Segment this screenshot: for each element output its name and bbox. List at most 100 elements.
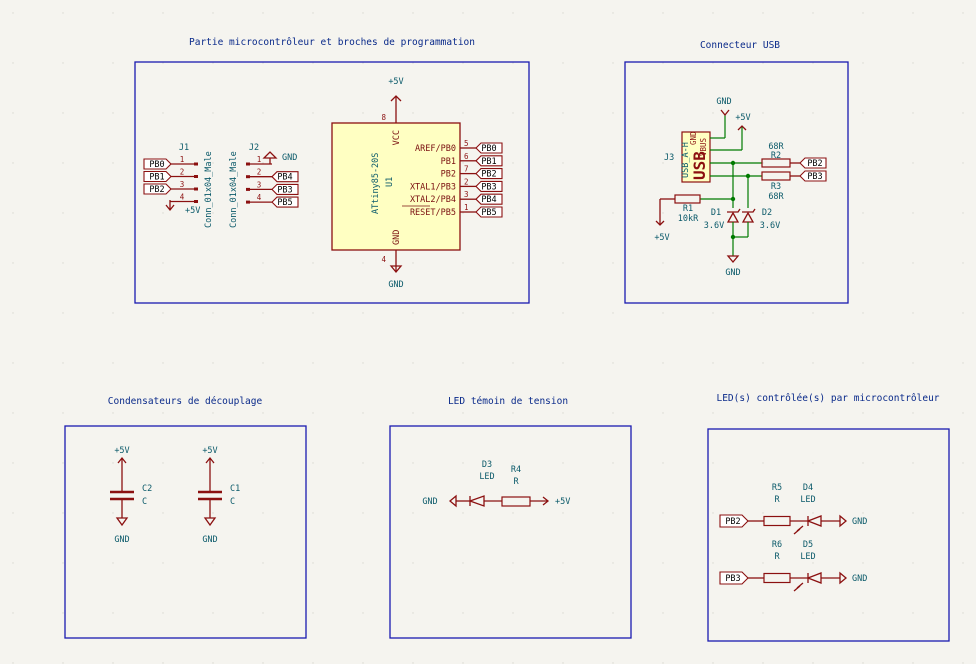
u1-netlabel-pb4: PB4 — [475, 193, 503, 205]
j1-value: Conn_01x04_Male — [204, 151, 214, 228]
title-power-led: LED témoin de tension — [448, 396, 568, 407]
frame-caps — [64, 425, 307, 639]
u1-gnd-pinname: GND — [392, 230, 402, 245]
capacitor-c2[interactable]: +5V GND C2 C — [110, 446, 152, 545]
d2-zener[interactable] — [741, 208, 756, 223]
u1-netlabel-pb1: PB1 — [475, 155, 503, 167]
j2-netlabel-pb3-text: PB3 — [277, 185, 292, 195]
j2-netlabel-pb4: PB4 — [271, 171, 299, 183]
u1-netlabel-pb2: PB2 — [475, 168, 503, 180]
d3-led-icon — [468, 495, 485, 507]
j2-pinnum-2: 2 — [257, 168, 262, 177]
d5-ref: D5 — [803, 540, 813, 550]
j1-5v-arrow-icon — [165, 204, 175, 212]
j3-gnd-pin: GND — [689, 131, 698, 145]
frame-usb — [624, 61, 849, 304]
c2-value: C — [142, 497, 147, 507]
led-gnd-label: GND — [852, 517, 867, 527]
j2-gnd-label: GND — [282, 153, 297, 163]
usb-connector-j3[interactable]: USB J3 USB_A-H GND VBUS — [664, 131, 711, 183]
r4-ref: R4 — [511, 465, 521, 475]
r3-resistor[interactable] — [761, 171, 791, 181]
usb-gnd-label: GND — [716, 97, 731, 107]
pled-gnd-label: GND — [422, 497, 437, 507]
r1-5v-label: +5V — [654, 233, 669, 243]
u1-pinname-pb1: PB1 — [441, 157, 456, 167]
j2-netlabel-pb5-text: PB5 — [277, 198, 292, 208]
svg-text:PB3: PB3 — [725, 574, 740, 584]
u1-pinnum-2: 2 — [464, 177, 469, 186]
pled-5v-label: +5V — [555, 497, 570, 507]
j3-ref: J3 — [664, 153, 674, 163]
j1-pinnum-2: 2 — [180, 168, 185, 177]
svg-text:PB2: PB2 — [725, 517, 740, 527]
svg-text:PB3: PB3 — [807, 172, 822, 182]
c1-gnd-symbol-icon — [203, 517, 217, 527]
j2-value: Conn_01x04_Male — [229, 151, 239, 228]
capacitor-c1[interactable]: +5V GND C1 C — [198, 446, 240, 545]
c2-ref: C2 — [142, 484, 152, 494]
r1-resistor[interactable] — [674, 194, 701, 204]
u1-netlabel-pb5-text: PB5 — [481, 208, 496, 218]
u1-pinname-pb0: AREF/PB0 — [415, 144, 456, 154]
j1-netlabel-pb0: PB0 — [143, 158, 172, 170]
j2-pinnum-4: 4 — [257, 193, 262, 202]
r6-value: R — [774, 552, 780, 562]
j3-vbus-pin: VBUS — [699, 137, 708, 156]
u1-pinname-pb4: XTAL2/PB4 — [410, 195, 456, 205]
c2-5v-label: +5V — [114, 446, 129, 456]
u1-attiny85[interactable]: +5V 8 VCC GND 4 GND ATtiny85-20S U1 5ARE… — [331, 77, 503, 290]
d1-value: 3.6V — [704, 221, 724, 231]
u1-value: ATtiny85-20S — [371, 153, 381, 214]
j1-pinnum-3: 3 — [180, 180, 185, 189]
j2-pinnum-3: 3 — [257, 180, 262, 189]
j1-netlabel-pb0-text: PB0 — [149, 160, 164, 170]
r2-value: 68R — [768, 142, 784, 152]
title-mcu-leds: LED(s) contrôlée(s) par microcontrôleur — [716, 393, 939, 404]
usb-gnd-symbol-icon — [720, 109, 730, 117]
j1-pinnum-1: 1 — [180, 155, 185, 164]
j2-ref: J2 — [249, 143, 259, 153]
d2-value: 3.6V — [760, 221, 780, 231]
j2-gnd-symbol-icon — [262, 151, 278, 159]
u1-vcc-pinname: VCC — [392, 130, 402, 145]
c1-value: C — [230, 497, 235, 507]
r2-ref: R2 — [771, 151, 781, 161]
pled-gnd-symbol-icon — [448, 494, 457, 508]
u1-pinnum-1: 1 — [464, 203, 469, 212]
light-emission-icon — [793, 582, 804, 592]
title-usb: Connecteur USB — [700, 40, 780, 51]
c1-gnd-label: GND — [202, 535, 217, 545]
d1-zener[interactable] — [726, 208, 741, 223]
d4-ref: D4 — [803, 483, 813, 493]
led-gnd-label: GND — [852, 574, 867, 584]
power-led-circuit[interactable]: GND D3 LED R4 R +5V — [422, 460, 570, 508]
u1-netlabel-pb4-text: PB4 — [481, 195, 496, 205]
title-caps: Condensateurs de découplage — [108, 396, 263, 407]
d2-ref: D2 — [762, 208, 772, 218]
r3-ref: R3 — [771, 182, 781, 192]
u1-pinnum-6: 6 — [464, 152, 469, 161]
pled-5v-arrow-icon — [542, 496, 550, 506]
frame-mcu-leds — [707, 428, 950, 642]
d5-value: LED — [800, 552, 815, 562]
led-netlabel-pb2: PB2 — [719, 514, 749, 528]
r5-value: R — [774, 495, 780, 505]
r4-value: R — [513, 477, 519, 487]
usb-5v-label: +5V — [735, 113, 750, 123]
j2-netlabel-pb4-text: PB4 — [277, 173, 292, 183]
j1-netlabel-pb1-text: PB1 — [149, 173, 164, 183]
r6-ref: R6 — [772, 540, 782, 550]
c1-ref: C1 — [230, 484, 240, 494]
r1-value: 10kR — [678, 214, 699, 224]
j1-ref: J1 — [179, 143, 189, 153]
r5-resistor — [763, 515, 791, 527]
j2-netlabel-pb5: PB5 — [271, 196, 299, 208]
